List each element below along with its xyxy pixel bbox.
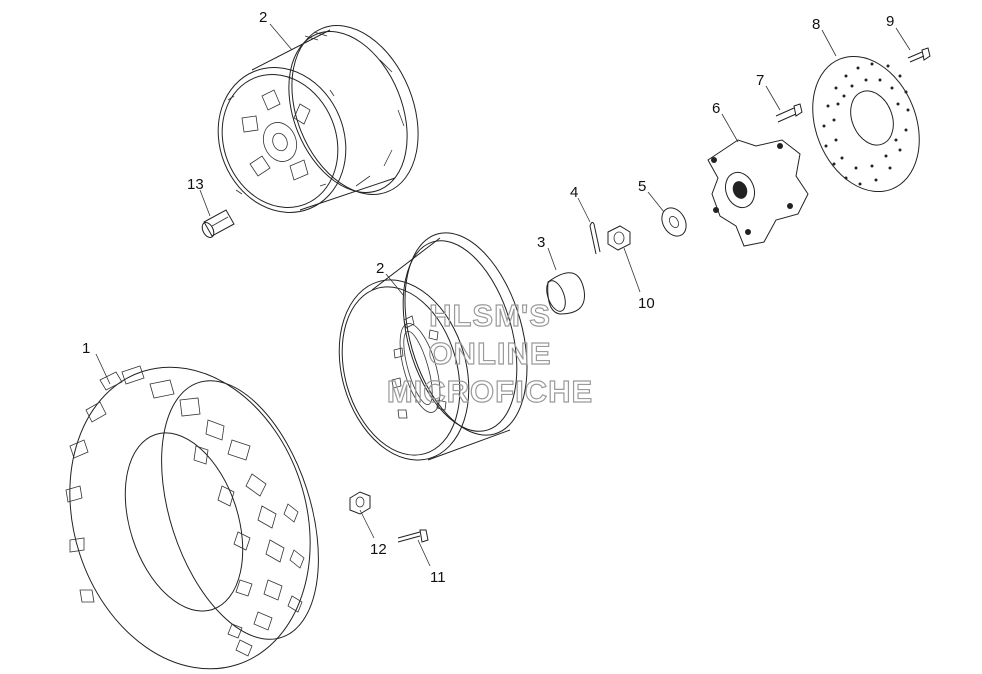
watermark-line-3: MICROFICHE xyxy=(387,374,593,409)
callout-9: 9 xyxy=(886,13,894,30)
callout-2-mid: 2 xyxy=(376,260,384,277)
cotter-pin-part xyxy=(589,221,601,255)
callout-7: 7 xyxy=(756,72,764,89)
callout-13: 13 xyxy=(187,176,204,193)
leader-lines xyxy=(95,23,911,567)
rear-wheel-rim xyxy=(217,25,419,213)
callout-12: 12 xyxy=(370,541,387,558)
wheel-hub-part xyxy=(707,139,809,247)
callout-labels: 1 2 2 3 4 5 6 7 8 9 10 11 12 13 xyxy=(82,9,894,586)
brake-disc-part xyxy=(812,55,920,193)
callout-10: 10 xyxy=(638,295,655,312)
valve-stem-part xyxy=(201,209,235,238)
callout-2-top: 2 xyxy=(259,9,267,26)
callout-1: 1 xyxy=(82,340,90,357)
callout-4: 4 xyxy=(570,184,578,201)
watermark-line-1: HLSM'S xyxy=(429,298,551,333)
watermark-line-2: ONLINE xyxy=(428,336,551,371)
watermark: HLSM'S ONLINE MICROFICHE xyxy=(386,297,593,409)
disc-bolt-part xyxy=(907,47,931,63)
tire-part xyxy=(65,365,319,670)
callout-11: 11 xyxy=(430,569,446,586)
callout-8: 8 xyxy=(812,16,820,33)
callout-3: 3 xyxy=(537,234,545,251)
castle-nut-part xyxy=(607,225,631,251)
front-wheel-rim xyxy=(338,232,528,461)
callout-6: 6 xyxy=(712,100,720,117)
hub-cap-part xyxy=(546,272,585,315)
lug-nut-part xyxy=(349,491,371,515)
washer-part xyxy=(661,207,687,237)
wheel-stud-part xyxy=(397,529,429,543)
callout-5: 5 xyxy=(638,178,646,195)
hub-bolt-part xyxy=(775,103,803,123)
